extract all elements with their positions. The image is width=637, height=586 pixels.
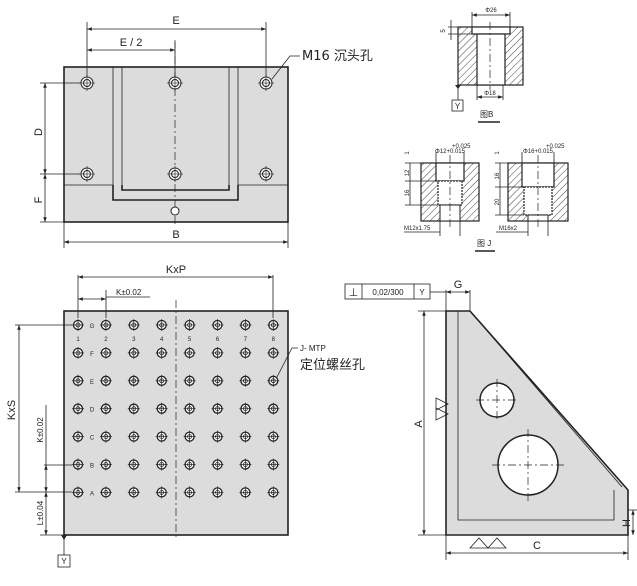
mtp-callout-cn: 定位螺丝孔 bbox=[300, 358, 365, 373]
dim-C: C bbox=[533, 540, 541, 552]
tolerance-value: 0,02/300 bbox=[372, 288, 404, 297]
dim-H: H bbox=[621, 519, 633, 527]
j-right-dia: Φ16+0.015 bbox=[523, 149, 554, 155]
dim-B: B bbox=[172, 229, 179, 241]
j-right-dim-1: 1 bbox=[495, 151, 501, 155]
top-plate-body bbox=[63, 66, 289, 223]
row-label: D bbox=[90, 408, 95, 414]
dim-D: D bbox=[33, 128, 45, 136]
angle-plate-body bbox=[445, 310, 629, 536]
column-label: 6 bbox=[216, 337, 220, 343]
figure-b-section: Φ26 5 Φ18 Y 图B bbox=[441, 8, 524, 123]
column-label: 1 bbox=[76, 337, 80, 343]
grid-datum-y: Y bbox=[61, 557, 67, 566]
row-label: C bbox=[90, 436, 95, 442]
column-label: 7 bbox=[244, 337, 248, 343]
dim-E-half: E / 2 bbox=[120, 37, 143, 49]
j-left-tol: +0.025 bbox=[452, 144, 471, 150]
dim-G: G bbox=[454, 279, 463, 291]
dia-26: Φ26 bbox=[485, 8, 497, 14]
j-right-thread: M16x2 bbox=[499, 226, 518, 232]
dim-KxP: KxP bbox=[166, 264, 186, 276]
dim-F: F bbox=[33, 196, 45, 203]
dim-L: L±0.04 bbox=[36, 500, 45, 525]
column-label: 4 bbox=[160, 337, 164, 343]
row-label: F bbox=[90, 352, 94, 358]
datum-y: Y bbox=[455, 102, 461, 111]
column-label: 8 bbox=[272, 337, 276, 343]
figure-b-caption: 图B bbox=[480, 110, 493, 119]
row-label: E bbox=[90, 380, 94, 386]
column-label: 5 bbox=[188, 337, 192, 343]
counterbore-callout: M16 沉头孔 bbox=[302, 49, 373, 64]
dia-18: Φ18 bbox=[484, 91, 496, 97]
tolerance-datum: Y bbox=[419, 288, 425, 297]
angle-plate-view: A C H G ⊥ 0,02/300 Y bbox=[344, 279, 637, 560]
column-label: 3 bbox=[132, 337, 136, 343]
row-label: A bbox=[90, 491, 94, 497]
j-right-tol: +0.025 bbox=[546, 144, 565, 150]
dim-E: E bbox=[172, 15, 179, 27]
j-left-dim-16: 16 bbox=[405, 189, 411, 196]
perpendicularity-frame: ⊥ 0,02/300 Y bbox=[344, 283, 446, 300]
perpendicular-symbol: ⊥ bbox=[349, 287, 359, 299]
j-left-dim-1: 1 bbox=[405, 151, 411, 155]
dim-KxS: KxS bbox=[6, 400, 18, 420]
depth-5: 5 bbox=[441, 29, 447, 33]
row-label: B bbox=[90, 464, 94, 470]
top-plate-view: E E / 2 D F B M16 沉头孔 bbox=[33, 15, 373, 248]
j-right-dim-20: 20 bbox=[495, 198, 501, 205]
mtp-callout: J- MTP bbox=[300, 344, 326, 353]
figure-j-caption: 图 J bbox=[477, 239, 491, 248]
column-label: 2 bbox=[104, 337, 108, 343]
row-label: G bbox=[90, 324, 95, 330]
dim-K-horizontal: K±0.02 bbox=[116, 288, 142, 297]
grid-plate-view: G F E D C B A 1 2 3 4 5 6 7 8 KxP K±0.02 KxS K±0.02 L±… bbox=[6, 264, 365, 568]
figure-j-section: +0.025 Φ12+0.015 1 12 16 M12x1.75 +0.025… bbox=[404, 144, 569, 252]
j-left-thread: M12x1.75 bbox=[404, 226, 431, 232]
dim-A: A bbox=[413, 420, 425, 428]
j-right-dim-16: 16 bbox=[495, 172, 501, 179]
dim-K-vertical: K±0.02 bbox=[36, 417, 45, 443]
j-left-dim-12: 12 bbox=[405, 169, 411, 176]
j-left-dia: Φ12+0.015 bbox=[435, 149, 466, 155]
